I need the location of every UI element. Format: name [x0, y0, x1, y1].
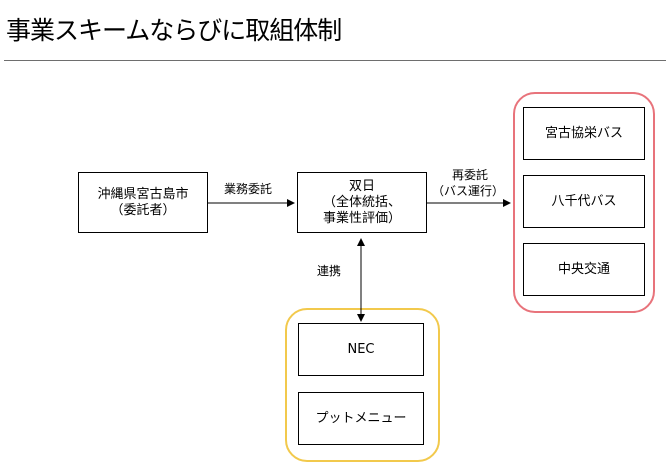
- futabi-role-line2: 事業性評価）: [322, 210, 401, 226]
- sai-itaku-label: 再委託: [452, 168, 489, 182]
- futabi-role-line1: （全体統括、: [322, 194, 401, 210]
- renkei-label: 連携: [317, 264, 342, 278]
- yachiyo-bus-label: 八千代バス: [551, 193, 617, 209]
- futabi-name: 双日: [348, 178, 375, 194]
- chuo-kotsu-node: 中央交通: [523, 243, 645, 296]
- putt-menu-node: プットメニュー: [298, 392, 424, 445]
- chuo-kotsu-label: 中央交通: [557, 261, 610, 277]
- miyakojima-city-node: 沖縄県宮古島市 （委託者）: [78, 172, 208, 233]
- title-divider: [4, 60, 666, 61]
- miyakojima-city-role: （委託者）: [110, 202, 176, 218]
- bus-operators-group: [513, 92, 655, 313]
- yachiyo-bus-node: 八千代バス: [523, 175, 645, 228]
- nec-node: NEC: [298, 323, 424, 376]
- futabi-node: 双日 （全体統括、 事業性評価）: [297, 172, 427, 233]
- miyako-kyoei-bus-node: 宮古協栄バス: [523, 107, 645, 160]
- putt-menu-label: プットメニュー: [315, 410, 407, 426]
- gyomu-itaku-label: 業務委託: [224, 182, 273, 196]
- nec-label: NEC: [347, 341, 375, 357]
- bus-unko-label: （バス運行）: [432, 184, 505, 198]
- miyakojima-city-name: 沖縄県宮古島市: [97, 186, 189, 202]
- miyako-kyoei-bus-label: 宮古協栄バス: [544, 125, 623, 141]
- page-title: 事業スキームならびに取組体制: [6, 16, 342, 45]
